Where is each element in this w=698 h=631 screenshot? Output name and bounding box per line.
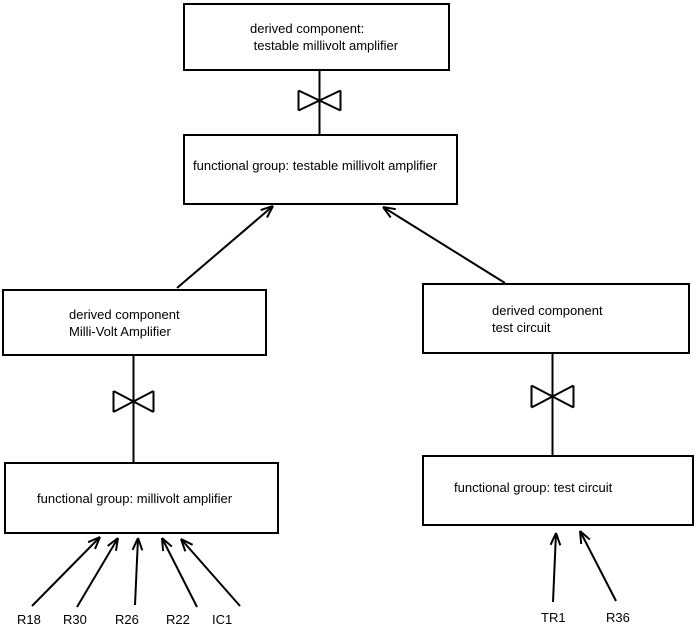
node-functional-group-millivolt-amplifier: functional group: millivolt amplifier bbox=[4, 462, 279, 534]
component-label-r26: R26 bbox=[115, 612, 139, 627]
node-functional-group-test-circuit: functional group: test circuit bbox=[422, 455, 694, 526]
node-derived-millivolt-amplifier: derived component Milli-Volt Amplifier bbox=[2, 289, 267, 356]
node-functional-group-testable-amplifier: functional group: testable millivolt amp… bbox=[183, 134, 458, 205]
node-text-line: functional group: testable millivolt amp… bbox=[193, 158, 438, 173]
arrow-r22 bbox=[161, 537, 198, 608]
arrow-tr1 bbox=[549, 532, 562, 603]
component-label-tr1: TR1 bbox=[541, 610, 566, 625]
arrow-r26 bbox=[131, 537, 144, 606]
component-label-r36: R36 bbox=[606, 610, 630, 625]
node-derived-testable-amplifier: derived component: testable millivolt am… bbox=[183, 3, 450, 71]
node-derived-test-circuit: derived component test circuit bbox=[422, 283, 690, 354]
arrow-derived-millivolt-to-functional-testable bbox=[176, 205, 274, 289]
component-label-r30: R30 bbox=[63, 612, 87, 627]
node-text-line: functional group: millivolt amplifier bbox=[37, 490, 233, 506]
arrow-r30 bbox=[76, 537, 119, 608]
component-label-ic1: IC1 bbox=[212, 612, 233, 627]
component-label-r22: R22 bbox=[166, 612, 190, 627]
node-text-line: testable millivolt amplifier bbox=[250, 38, 399, 53]
node-text-line: Milli-Volt Amplifier bbox=[69, 323, 171, 339]
component-label-r18: R18 bbox=[17, 612, 41, 627]
node-text-line: derived component bbox=[492, 302, 603, 318]
bowtie-connector-right bbox=[530, 354, 575, 455]
node-text-line: derived component: bbox=[250, 21, 365, 36]
arrow-derived-test-to-functional-testable bbox=[382, 206, 506, 284]
node-text-line: functional group: test circuit bbox=[454, 480, 613, 495]
arrow-ic1 bbox=[180, 538, 241, 607]
bowtie-connector-left bbox=[112, 356, 155, 462]
node-text-line: derived component bbox=[69, 306, 180, 322]
node-text-line: test circuit bbox=[492, 319, 551, 335]
arrow-r36 bbox=[579, 530, 617, 602]
bowtie-connector-top bbox=[297, 71, 342, 134]
arrow-r18 bbox=[31, 536, 101, 607]
